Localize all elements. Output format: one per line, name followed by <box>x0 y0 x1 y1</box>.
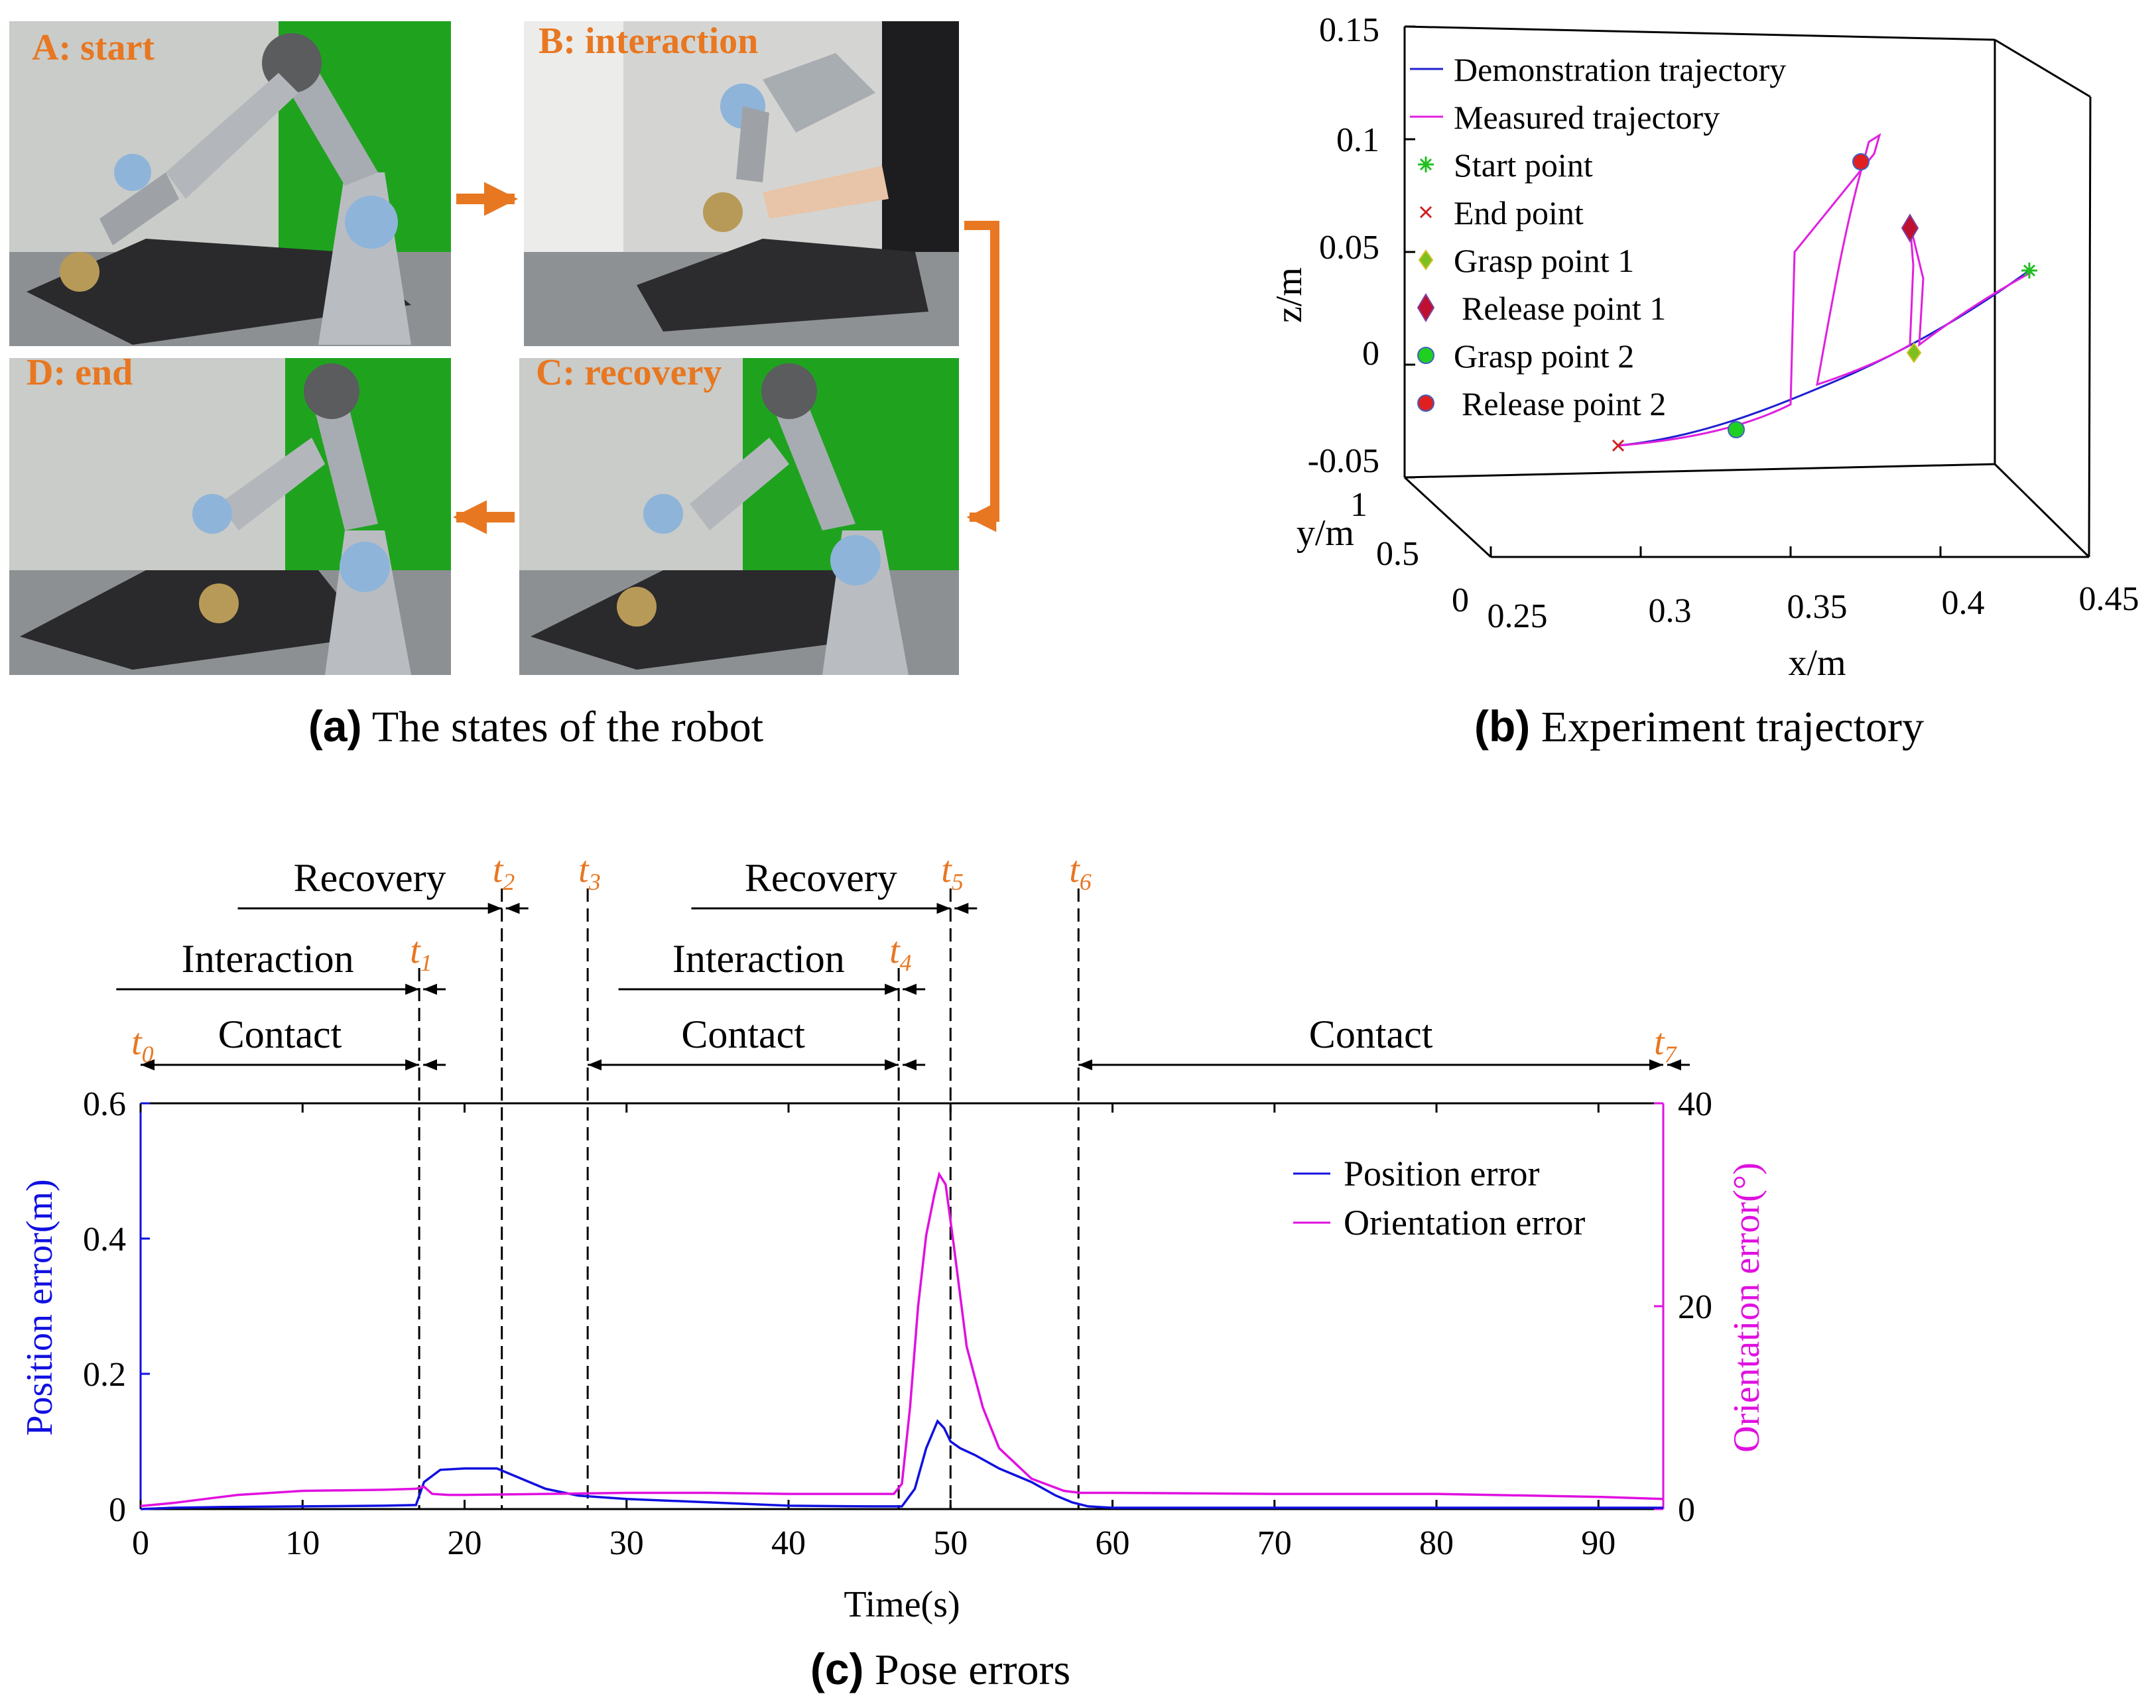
legend-end-marker <box>1419 206 1432 219</box>
x-tick-label: 0.25 <box>1488 597 1548 635</box>
photo-d-end <box>9 358 451 675</box>
left-axis-title: Position error(m) <box>19 1179 60 1435</box>
x-tick-label: 0.35 <box>1787 588 1848 626</box>
photo-b-interaction <box>524 21 959 346</box>
legend-label: End point <box>1454 194 1584 231</box>
x-tick-label: 30 <box>609 1524 644 1562</box>
x-tick-label: 0 <box>132 1524 149 1562</box>
photo-c-label: C: recovery <box>536 352 722 393</box>
photo-a-start <box>9 21 451 346</box>
panel-b-trajectory: 0.15 0.1 0.05 0 -0.05 z/m 1 0.5 0 y/m 0.… <box>1269 11 2139 751</box>
x-axis-title: Time(s) <box>844 1584 960 1625</box>
phase-marker-label: t0 <box>131 1022 154 1068</box>
grasp-point-1-marker <box>1906 342 1922 363</box>
phase-annotations: t0 t1 t2 t3 t4 t5 t6 t7 Contact Interaction Recove… <box>116 849 1690 1509</box>
legend-grasp-2-marker <box>1417 347 1434 364</box>
phase-label: Contact <box>218 1012 342 1056</box>
phase-label: Contact <box>1309 1012 1433 1056</box>
legend-label: Release point 2 <box>1462 385 1666 422</box>
left-tick-label: 0.4 <box>83 1221 126 1258</box>
legend-start-marker <box>1418 156 1434 172</box>
axis-ticks-3d <box>1405 25 2090 557</box>
x-tick-label: 10 <box>285 1524 320 1562</box>
y-tick-label: 1 <box>1350 486 1367 524</box>
legend-label: Position error <box>1344 1154 1539 1193</box>
x-tick-label: 40 <box>771 1524 806 1562</box>
right-axis-title: Orientation error(°) <box>1726 1162 1767 1453</box>
phase-marker-label: t2 <box>493 849 515 895</box>
y-tick-label: 0 <box>1452 581 1469 619</box>
right-tick-label: 0 <box>1678 1491 1695 1529</box>
legend-label: Measured trajectory <box>1454 99 1720 136</box>
panel-b-legend: Demonstration trajectory Measured trajec… <box>1410 51 1786 422</box>
position-error-line <box>140 1419 1663 1510</box>
z-tick-label: -0.05 <box>1308 442 1379 480</box>
panel-b-caption: (b) Experiment trajectory <box>1474 702 1924 751</box>
x-tick-label: 70 <box>1257 1524 1292 1562</box>
arrow-b-to-c <box>964 221 999 532</box>
start-point-marker <box>2021 263 2037 278</box>
legend-label: Grasp point 1 <box>1454 242 1634 279</box>
photo-b-label: B: interaction <box>539 21 758 62</box>
panel-a-caption: (a) The states of the robot <box>308 702 763 751</box>
legend-label: Start point <box>1454 147 1593 184</box>
legend-grasp-1-marker <box>1418 249 1434 271</box>
x-tick-label: 50 <box>933 1524 968 1562</box>
panel-c-caption: (c) Pose errors <box>810 1644 1070 1694</box>
right-tick-label: 20 <box>1678 1288 1712 1326</box>
z-tick-label: 0.15 <box>1319 11 1379 49</box>
phase-label: Recovery <box>294 856 446 900</box>
orientation-error-line <box>140 1171 1664 1508</box>
release-point-1-marker <box>1901 213 1919 243</box>
z-tick-label: 0.05 <box>1319 229 1379 267</box>
release-point-2-marker <box>1852 153 1870 170</box>
measured-trajectory <box>1617 133 2033 447</box>
x-tick-label: 60 <box>1096 1524 1130 1562</box>
photo-c-recovery <box>519 358 959 675</box>
x-axis-title: x/m <box>1788 642 1846 684</box>
demonstration-trajectory <box>1617 269 2030 447</box>
photo-a-label: A: start <box>32 27 155 68</box>
legend-label: Orientation error <box>1344 1203 1585 1243</box>
photo-d-label: D: end <box>27 352 133 393</box>
left-tick-label: 0.6 <box>83 1085 126 1123</box>
y-axis-title: y/m <box>1297 513 1354 554</box>
phase-marker-label: t6 <box>1069 849 1092 895</box>
phase-marker-label: t5 <box>941 849 964 895</box>
left-tick-label: 0 <box>109 1491 126 1529</box>
legend-release-1-marker <box>1417 293 1435 322</box>
legend-release-2-marker <box>1417 395 1434 412</box>
y-tick-label: 0.5 <box>1376 535 1419 573</box>
panel-a-robot-states: A: start B: interaction C: recovery D: e… <box>9 21 999 751</box>
end-point-marker <box>1612 439 1625 452</box>
panel-c-legend: Position error Orientation error <box>1293 1154 1585 1243</box>
x-tick-label: 0.45 <box>2079 580 2139 618</box>
phase-label: Interaction <box>182 937 354 981</box>
phase-label: Contact <box>681 1012 805 1056</box>
z-axis-title: z/m <box>1269 267 1310 323</box>
phase-marker-label: t3 <box>578 849 601 895</box>
phase-label: Interaction <box>672 937 845 981</box>
legend-label: Grasp point 2 <box>1454 337 1634 375</box>
z-tick-label: 0 <box>1362 335 1379 373</box>
phase-marker-label: t1 <box>410 930 432 976</box>
phase-marker-label: t4 <box>889 930 912 976</box>
x-tick-label: 90 <box>1581 1524 1616 1562</box>
x-tick-label: 0.3 <box>1649 592 1692 630</box>
z-tick-label: 0.1 <box>1336 121 1379 159</box>
left-tick-label: 0.2 <box>83 1356 126 1394</box>
x-tick-label: 80 <box>1419 1524 1454 1562</box>
x-tick-label: 20 <box>448 1524 482 1562</box>
x-tick-label: 0.4 <box>1942 584 1985 622</box>
legend-label: Release point 1 <box>1462 290 1666 327</box>
plot-area: 0 10 20 30 40 50 60 70 80 90 0 0.2 0.4 0.6 0 20 40 <box>83 1085 1712 1562</box>
right-tick-label: 40 <box>1678 1085 1712 1123</box>
phase-marker-label: t7 <box>1654 1022 1678 1068</box>
grasp-point-2-marker <box>1728 421 1745 438</box>
panel-c-pose-errors: t0 t1 t2 t3 t4 t5 t6 t7 Contact Interaction Recove… <box>19 849 1767 1694</box>
phase-label: Recovery <box>745 856 897 900</box>
legend-label: Demonstration trajectory <box>1454 51 1786 88</box>
